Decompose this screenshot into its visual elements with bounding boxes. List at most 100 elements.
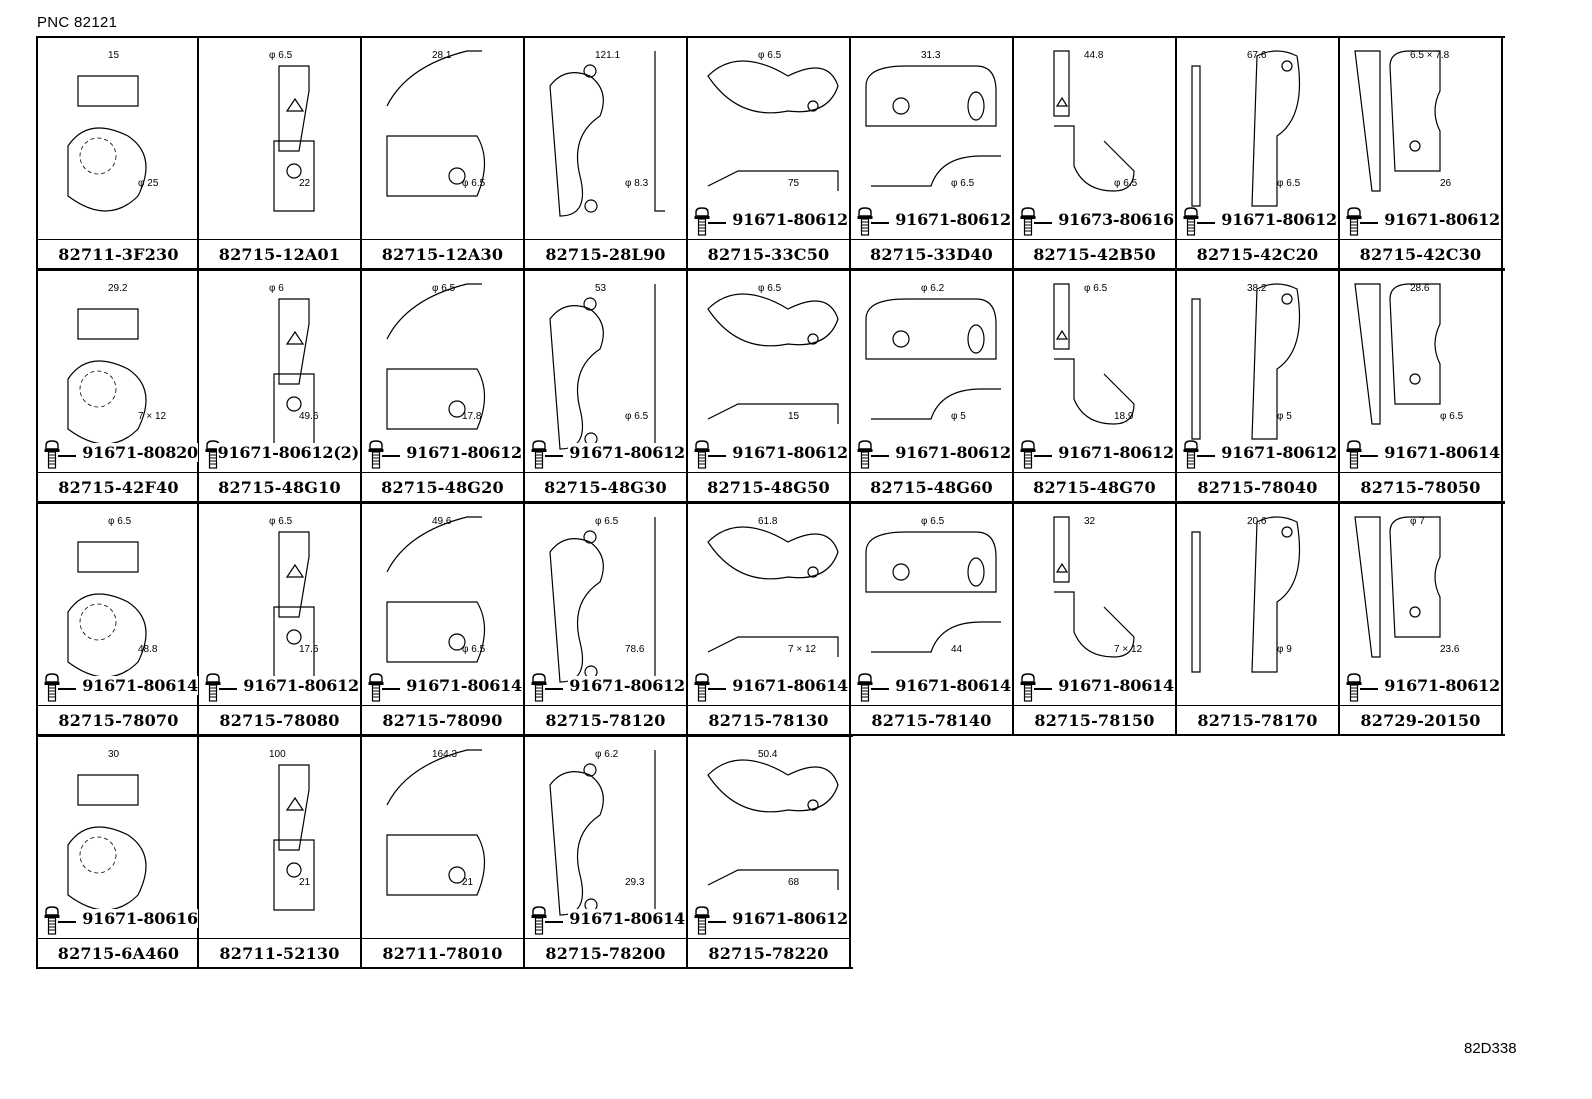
part-number[interactable]: 82715-12A01 — [218, 245, 341, 264]
bolt-callout[interactable]: 91671-80612 — [1181, 439, 1339, 469]
bolt-callout[interactable]: 91673-80616 — [1018, 206, 1176, 236]
part-number[interactable]: 82715-78150 — [1034, 711, 1155, 730]
bolt-part-number[interactable]: 91673-80616 — [1057, 210, 1174, 229]
bolt-part-number[interactable]: 91671-80612 — [1057, 443, 1174, 462]
bolt-callout[interactable]: 91671-80614 — [529, 905, 687, 935]
bolt-part-number[interactable]: 91671-80612 — [242, 676, 359, 695]
part-number[interactable]: 82711-3F230 — [58, 245, 179, 264]
bolt-callout[interactable]: 91671-80612 — [203, 672, 361, 702]
part-number[interactable]: 82715-33C50 — [707, 245, 830, 264]
bolt-part-number[interactable]: 91671-80614 — [894, 676, 1011, 695]
bolt-part-number[interactable]: 91671-80612 — [731, 443, 848, 462]
part-number[interactable]: 82715-48G10 — [218, 478, 341, 497]
part-number[interactable]: 82715-78040 — [1197, 478, 1318, 497]
part-number[interactable]: 82715-78090 — [382, 711, 503, 730]
bolt-part-number[interactable]: 91671-80616 — [81, 909, 198, 928]
bolt-part-number[interactable]: 91671-80612 — [1220, 210, 1337, 229]
bolt-callout[interactable]: 91671-80612 — [1344, 672, 1502, 702]
bolt-callout[interactable]: 91671-80614 — [42, 672, 200, 702]
bolt-part-number[interactable]: 91671-80614 — [731, 676, 848, 695]
part-number[interactable]: 82715-42C20 — [1196, 245, 1319, 264]
part-number[interactable]: 82715-78070 — [58, 711, 179, 730]
bolt-part-number[interactable]: 91671-80612 — [405, 443, 522, 462]
bolt-callout[interactable]: 91671-80820 — [42, 439, 200, 469]
part-number[interactable]: 82715-78170 — [1197, 711, 1318, 730]
bolt-part-number[interactable]: 91671-80614 — [81, 676, 198, 695]
bolt-callout[interactable]: 91671-80612 — [692, 439, 850, 469]
bolt-part-number[interactable]: 91671-80614 — [1383, 443, 1500, 462]
bolt-callout[interactable]: 91671-80614 — [1344, 439, 1502, 469]
bolt-callout[interactable]: 91671-80612 — [529, 439, 687, 469]
bolt-callout[interactable]: 91671-80614 — [366, 672, 524, 702]
part-number[interactable]: 82715-6A460 — [57, 944, 180, 963]
bolt-part-number[interactable]: 91671-80614 — [405, 676, 522, 695]
bolt-part-number[interactable]: 91671-80820 — [81, 443, 198, 462]
part-number[interactable]: 82715-33D40 — [870, 245, 993, 264]
bolt-callout[interactable]: 91671-80612 — [855, 439, 1013, 469]
bolt-part-number[interactable]: 91671-80612 — [568, 443, 685, 462]
bolt-callout[interactable]: 91671-80612(2) — [203, 439, 361, 469]
bolt-callout[interactable]: 91671-80612 — [366, 439, 524, 469]
bolt-callout[interactable]: 91671-80614 — [692, 672, 850, 702]
bolt-callout[interactable]: 91671-80612 — [855, 206, 1013, 236]
bolt-callout[interactable]: 91671-80612 — [692, 206, 850, 236]
part-number[interactable]: 82715-78140 — [871, 711, 992, 730]
bolt-part-number[interactable]: 91671-80614 — [568, 909, 685, 928]
part-number[interactable]: 82715-28L90 — [545, 245, 666, 264]
bolt-callout[interactable]: 91671-80616 — [42, 905, 200, 935]
bolt-part-number[interactable]: 91671-80612(2) — [216, 443, 359, 462]
part-number[interactable]: 82715-42B50 — [1033, 245, 1156, 264]
bolt-part-number[interactable]: 91671-80612 — [731, 909, 848, 928]
bolt-callout[interactable]: 91671-80612 — [1344, 206, 1502, 236]
bolt-callout[interactable]: 91671-80614 — [855, 672, 1013, 702]
bolt-callout[interactable]: 91671-80612 — [1018, 439, 1176, 469]
bolt-part-number[interactable]: 91671-80614 — [1057, 676, 1174, 695]
part-number[interactable]: 82715-42C30 — [1359, 245, 1482, 264]
part-number[interactable]: 82715-48G70 — [1033, 478, 1156, 497]
bolt-callout[interactable]: 91671-80612 — [529, 672, 687, 702]
bolt-callout[interactable]: 91671-80612 — [692, 905, 850, 935]
part-number[interactable]: 82715-78080 — [219, 711, 340, 730]
bolt-part-number[interactable]: 91671-80612 — [568, 676, 685, 695]
part-number[interactable]: 82711-78010 — [382, 944, 503, 963]
part-number[interactable]: 82715-78130 — [708, 711, 829, 730]
part-number[interactable]: 82715-48G30 — [544, 478, 667, 497]
part-number[interactable]: 82715-78120 — [545, 711, 666, 730]
bolt-callout[interactable]: 91671-80612 — [1181, 206, 1339, 236]
bolt-part-number[interactable]: 91671-80612 — [894, 443, 1011, 462]
part-number[interactable]: 82715-78200 — [545, 944, 666, 963]
part-number[interactable]: 82715-78220 — [708, 944, 829, 963]
part-number[interactable]: 82715-12A30 — [381, 245, 504, 264]
bolt-part-number[interactable]: 91671-80612 — [731, 210, 848, 229]
part-number[interactable]: 82715-78050 — [1360, 478, 1481, 497]
part-number[interactable]: 82729-20150 — [1360, 711, 1481, 730]
bolt-part-number[interactable]: 91671-80612 — [1383, 676, 1500, 695]
bolt-callout[interactable]: 91671-80614 — [1018, 672, 1176, 702]
